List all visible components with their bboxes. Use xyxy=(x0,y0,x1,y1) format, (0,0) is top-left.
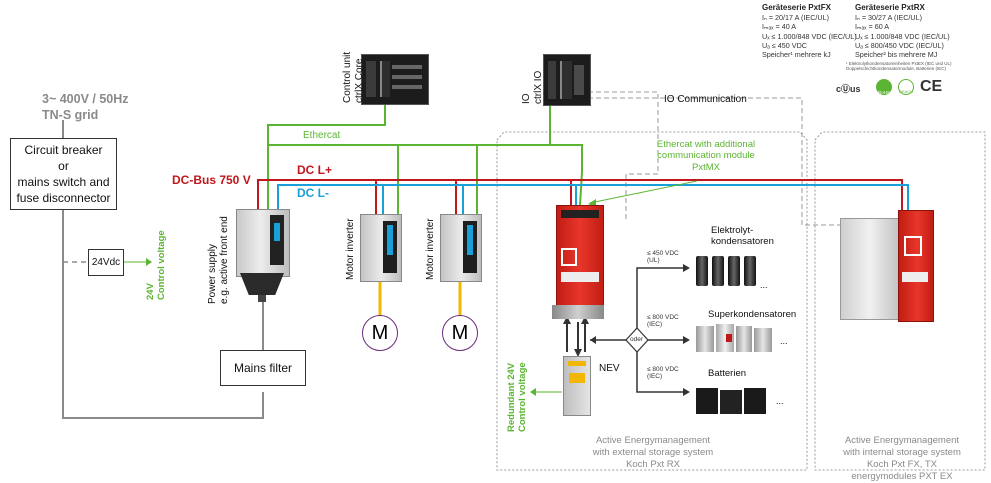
mains-filter-label: Mains filter xyxy=(233,360,292,375)
elko-caps xyxy=(696,256,758,286)
spec-footnote: ¹ Elektrolytkondensatoreinheiten PxtEX (… xyxy=(846,61,952,72)
supply-24v-box: 24Vdc xyxy=(88,249,124,276)
control-unit-device xyxy=(361,54,429,105)
motor-1: M xyxy=(362,315,398,351)
internal-caption: Active Energymanagement with internal st… xyxy=(843,435,961,482)
elko-voltage: ≤ 450 VDC (UL) xyxy=(647,250,679,265)
elko-more: ... xyxy=(760,280,768,290)
motor-inverter-1-label: Motor inverter xyxy=(345,218,356,280)
super-voltage: ≤ 800 VDC (IEC) xyxy=(647,314,679,329)
external-system-frame xyxy=(496,131,808,471)
control-unit-line1: Control unit xyxy=(342,51,353,103)
nev-label: NEV xyxy=(599,363,620,374)
grid-type: TN-S grid xyxy=(42,107,99,122)
io-communication-line xyxy=(588,91,659,222)
supply-24v-caption: 24V Control voltage xyxy=(145,230,168,300)
dc-plus-line xyxy=(257,179,903,218)
motor-inverter-1-device xyxy=(360,214,402,282)
redundant-caption: Redundant 24V Control voltage xyxy=(506,362,528,432)
power-supply-device xyxy=(236,209,290,302)
breaker-line2: or xyxy=(58,158,69,173)
breaker-line1: Circuit breaker xyxy=(24,142,103,157)
batt-voltage: ≤ 800 VDC (IEC) xyxy=(647,366,679,381)
ce-cert-icon: CE xyxy=(920,78,943,95)
power-supply-label: Power supply e.g. active front end xyxy=(207,216,230,304)
ethercat-core-line xyxy=(267,102,386,218)
dc-minus-line xyxy=(277,184,909,218)
io-unit-label: IO ctrlX IO xyxy=(521,71,544,104)
motor-2-label: M xyxy=(451,321,469,344)
grid-label: 3~ 400V / 50Hz TN-S grid xyxy=(42,92,129,123)
super-more: ... xyxy=(780,336,788,346)
motor-inverter-2-label: Motor inverter xyxy=(425,218,436,280)
motor-2: M xyxy=(442,315,478,351)
mains-filter-box: Mains filter xyxy=(220,350,306,386)
dc-bus-label: DC-Bus 750 V xyxy=(172,173,251,187)
breaker-line3: mains switch and xyxy=(17,175,110,189)
spec-fx: Geräteserie PxtFX Iₙ = 20/17 A (IEC/UL) … xyxy=(762,3,857,60)
pxt-rx-base xyxy=(552,305,604,319)
rohs-cert-icon: RoHS xyxy=(876,79,892,95)
grid-voltage: 3~ 400V / 50Hz xyxy=(42,92,129,106)
control-unit-line2: ctrlX Core xyxy=(353,58,365,103)
motor-inverter-2-device xyxy=(440,214,482,282)
ethercat-note: Ethercat with additional communication m… xyxy=(656,139,756,173)
external-caption: Active Energymanagement with external st… xyxy=(592,435,714,470)
super-caps xyxy=(696,322,776,356)
io-unit-line2: ctrlX IO xyxy=(532,70,544,104)
nev-device xyxy=(563,356,591,416)
power-supply-line1: Power supply xyxy=(207,243,218,304)
io-unit-line1: IO xyxy=(521,93,532,104)
batt-name: Batterien xyxy=(708,368,747,379)
ethercat-note-arrow xyxy=(589,180,698,204)
control-unit-label: Control unit ctrlX Core xyxy=(342,52,365,103)
pxt-fx-device xyxy=(840,210,934,323)
io-communication-label: IO Communication xyxy=(664,94,747,105)
spec-rx: Geräteserie PxtRX Iₙ = 30/27 A (IEC/UL) … xyxy=(855,3,950,60)
internal-system-frame xyxy=(814,131,986,471)
reach-cert-icon: REACH xyxy=(898,79,914,95)
ethercat-label: Ethercat xyxy=(303,130,341,141)
dc-plus-label: DC L+ xyxy=(297,163,333,177)
pxt-rx-device xyxy=(556,205,604,307)
batt-more: ... xyxy=(776,396,784,406)
supply-24v-label: 24Vdc xyxy=(91,256,121,268)
ul-cert-icon: cⓊus xyxy=(836,84,861,94)
supply-24v-control: Control voltage xyxy=(155,230,167,300)
ethercat-io-line xyxy=(550,144,583,206)
dc-minus-label: DC L- xyxy=(297,186,329,200)
elko-name: Elektrolyt- kondensatoren xyxy=(711,225,774,247)
oder-diamond xyxy=(625,327,649,353)
breaker-line4: fuse disconnector xyxy=(16,191,111,206)
batteries xyxy=(696,384,776,416)
grid-to-filter-line xyxy=(62,209,264,419)
power-supply-line2: e.g. active front end xyxy=(218,216,230,304)
oder-label: oder xyxy=(630,336,644,343)
io-unit-device xyxy=(543,54,591,106)
circuit-breaker-box: Circuit breaker or mains switch and fuse… xyxy=(10,138,117,210)
io-to-internal-line xyxy=(588,97,852,226)
motor-1-label: M xyxy=(371,321,389,344)
super-name: Superkondensatoren xyxy=(708,309,797,320)
